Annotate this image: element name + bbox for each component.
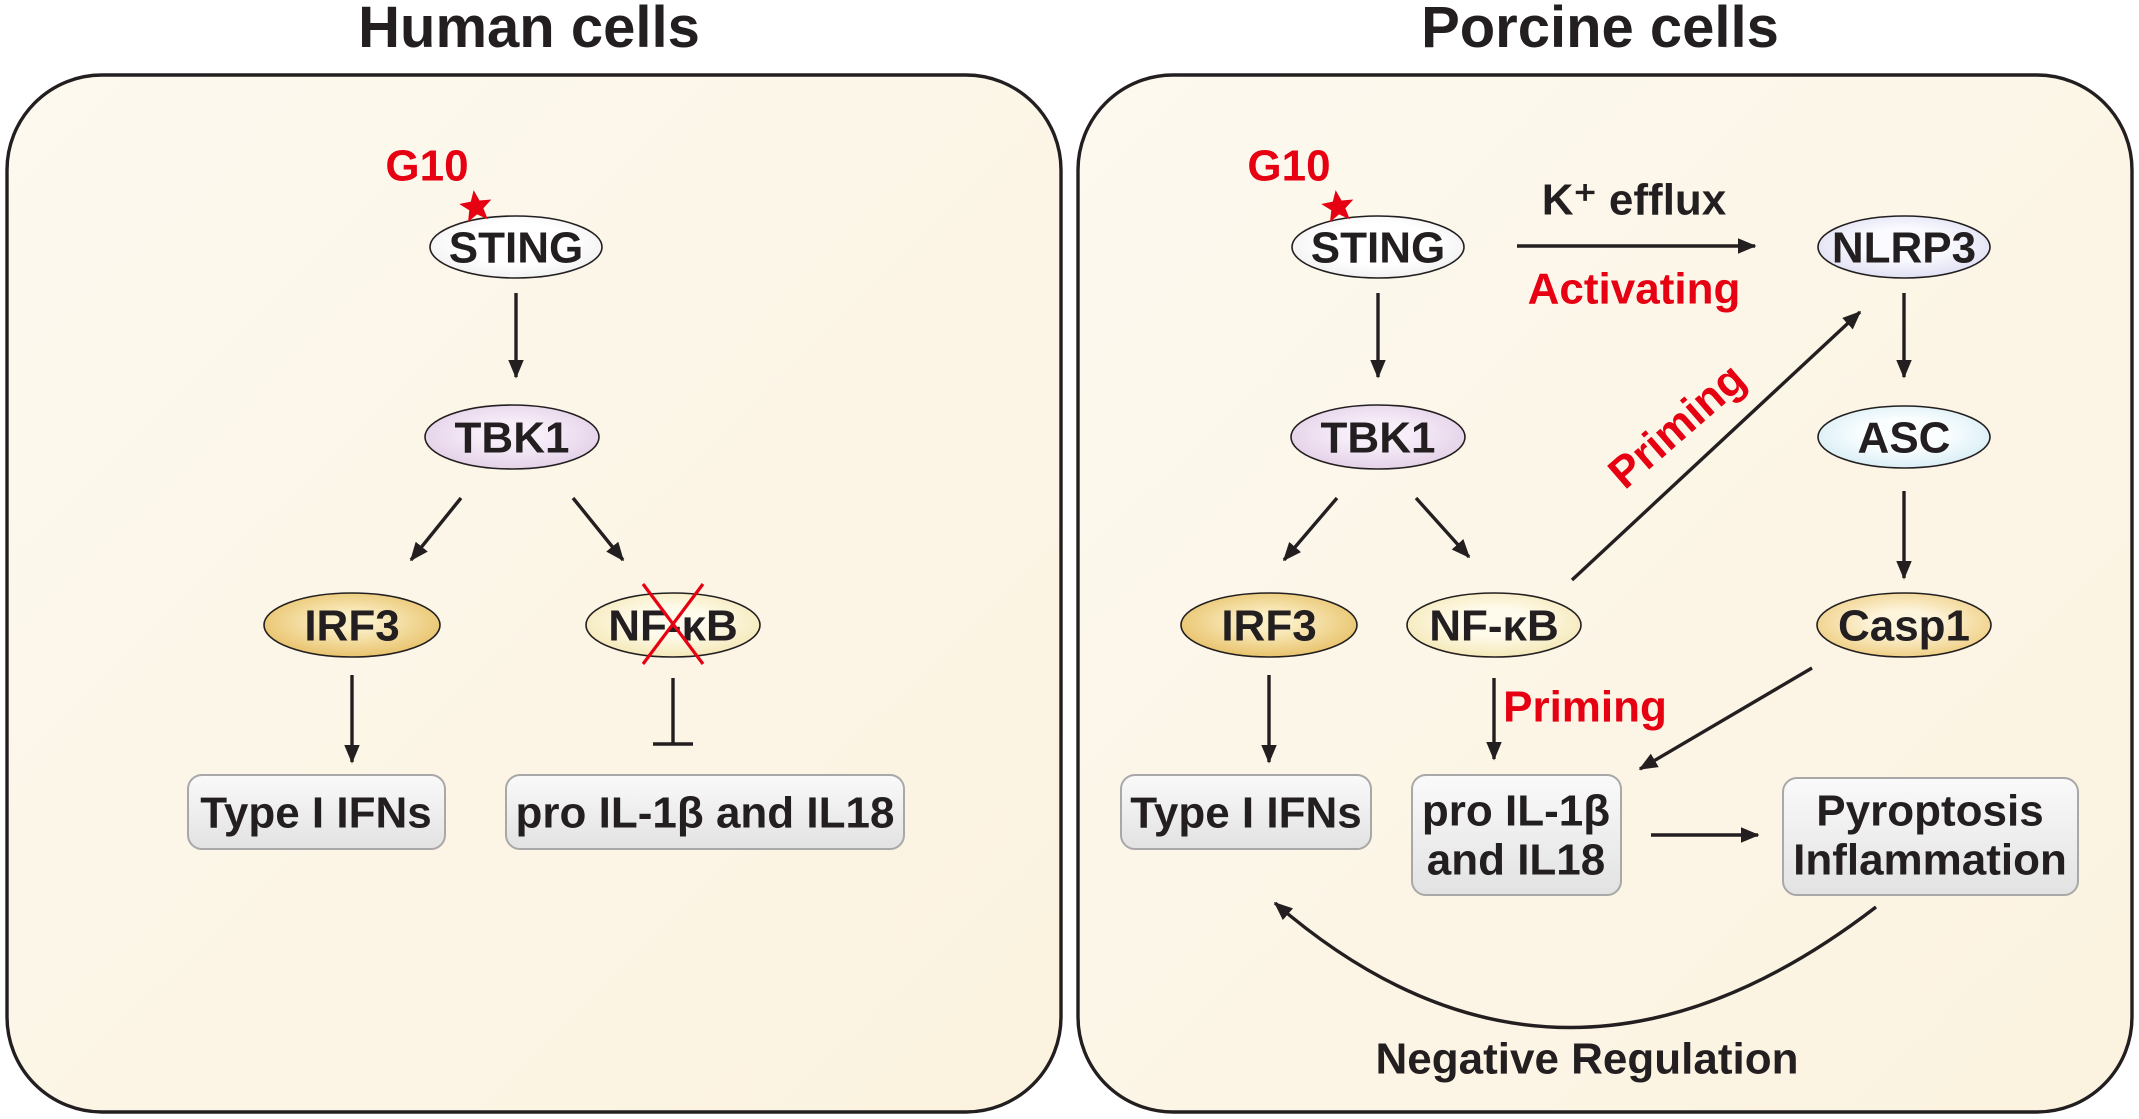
priming-cytokines-label: Priming [1503, 683, 1667, 732]
porcine-cytokine-label-line1: pro IL-1β [1422, 787, 1610, 836]
human-tbk1-ellipse [424, 404, 600, 470]
porcine-sting-node: STING [1291, 215, 1465, 279]
human-ifn-label: Type I IFNs [200, 789, 431, 838]
porcine-tbk1-label: TBK1 [1321, 414, 1436, 463]
porcine-ifn-box [1120, 774, 1372, 850]
porcine-irf3-node: IRF3 [1180, 592, 1358, 658]
arrow-nfkb-to-nlrp3 [1570, 310, 1862, 582]
human-irf3-label: IRF3 [304, 602, 399, 651]
pyroptosis-label-line2: Inflammation [1793, 836, 2067, 885]
porcine-nlrp3-node: NLRP3 [1817, 215, 1991, 279]
arrow-negative-regulation [1273, 901, 1878, 1030]
star-icon [459, 190, 492, 223]
human-irf3-node: IRF3 [263, 592, 441, 658]
human-ifn-box [187, 774, 446, 850]
human-panel-frame [5, 73, 1063, 1114]
porcine-cytokine-output-box: pro IL-1β and IL18 [1411, 774, 1622, 896]
human-sting-node: STING [429, 215, 603, 279]
cross-icon [641, 583, 705, 665]
porcine-tbk1-ellipse [1290, 404, 1466, 470]
pyroptosis-output-box: Pyroptosis Inflammation [1782, 777, 2079, 896]
porcine-nfkb-label: NF-κB [1429, 602, 1559, 651]
arrow-human-tbk1-to-irf3 [409, 496, 463, 562]
arrow-porcine-tbk1-to-irf3 [1282, 496, 1339, 562]
k-efflux-label: K⁺ efflux [1542, 176, 1727, 225]
porcine-ifn-output-box: Type I IFNs [1120, 774, 1372, 850]
porcine-tbk1-node: TBK1 [1290, 404, 1466, 470]
porcine-sting-label: STING [1311, 224, 1445, 273]
human-ifn-output-box: Type I IFNs [187, 774, 446, 850]
porcine-panel-title: Porcine cells [1421, 0, 1779, 60]
porcine-nlrp3-label: NLRP3 [1832, 224, 1976, 273]
porcine-cytokine-box [1411, 774, 1622, 896]
human-panel-title: Human cells [358, 0, 700, 60]
porcine-nfkb-node: NF-κB [1406, 592, 1582, 658]
porcine-casp1-node: Casp1 [1816, 592, 1992, 658]
human-cytokine-output-box: pro IL-1β and IL18 [505, 774, 905, 850]
porcine-asc-ellipse [1817, 405, 1991, 469]
star-icon [1321, 190, 1354, 223]
arrow-human-tbk1-to-nfkb [571, 496, 625, 562]
human-cells-panel: Human cells G10 STING TBK1 IRF3 NF-κB [5, 0, 1063, 1114]
negative-regulation-label: Negative Regulation [1376, 1035, 1799, 1084]
human-agonist-label: G10 [385, 142, 468, 191]
inhibition-human-nfkb-to-cytokines [653, 678, 693, 746]
porcine-casp1-label: Casp1 [1838, 602, 1970, 651]
porcine-cytokine-label-line2: and IL18 [1427, 836, 1606, 885]
human-cytokine-label: pro IL-1β and IL18 [516, 789, 895, 838]
porcine-agonist-label: G10 [1247, 142, 1330, 191]
activating-label: Activating [1528, 265, 1741, 314]
human-cytokine-box [505, 774, 905, 850]
pyroptosis-label-line1: Pyroptosis [1816, 787, 2043, 836]
porcine-asc-node: ASC [1817, 405, 1991, 469]
porcine-ifn-label: Type I IFNs [1130, 789, 1361, 838]
porcine-asc-label: ASC [1858, 414, 1951, 463]
human-irf3-ellipse [263, 592, 441, 658]
porcine-nfkb-ellipse [1406, 592, 1582, 658]
pyroptosis-box [1782, 777, 2079, 896]
human-tbk1-label: TBK1 [455, 414, 570, 463]
human-sting-ellipse [429, 215, 603, 279]
porcine-casp1-ellipse [1816, 592, 1992, 658]
human-tbk1-node: TBK1 [424, 404, 600, 470]
porcine-irf3-ellipse [1180, 592, 1358, 658]
human-sting-label: STING [449, 224, 583, 273]
human-nfkb-node: NF-κB [585, 583, 761, 665]
porcine-nlrp3-ellipse [1817, 215, 1991, 279]
porcine-sting-ellipse [1291, 215, 1465, 279]
porcine-cells-panel: Porcine cells G10 STING K⁺ efflux Activa… [1076, 0, 2134, 1114]
arrow-casp1-to-cytokines [1638, 666, 1813, 771]
porcine-irf3-label: IRF3 [1221, 602, 1316, 651]
arrow-porcine-tbk1-to-nfkb [1414, 496, 1471, 559]
